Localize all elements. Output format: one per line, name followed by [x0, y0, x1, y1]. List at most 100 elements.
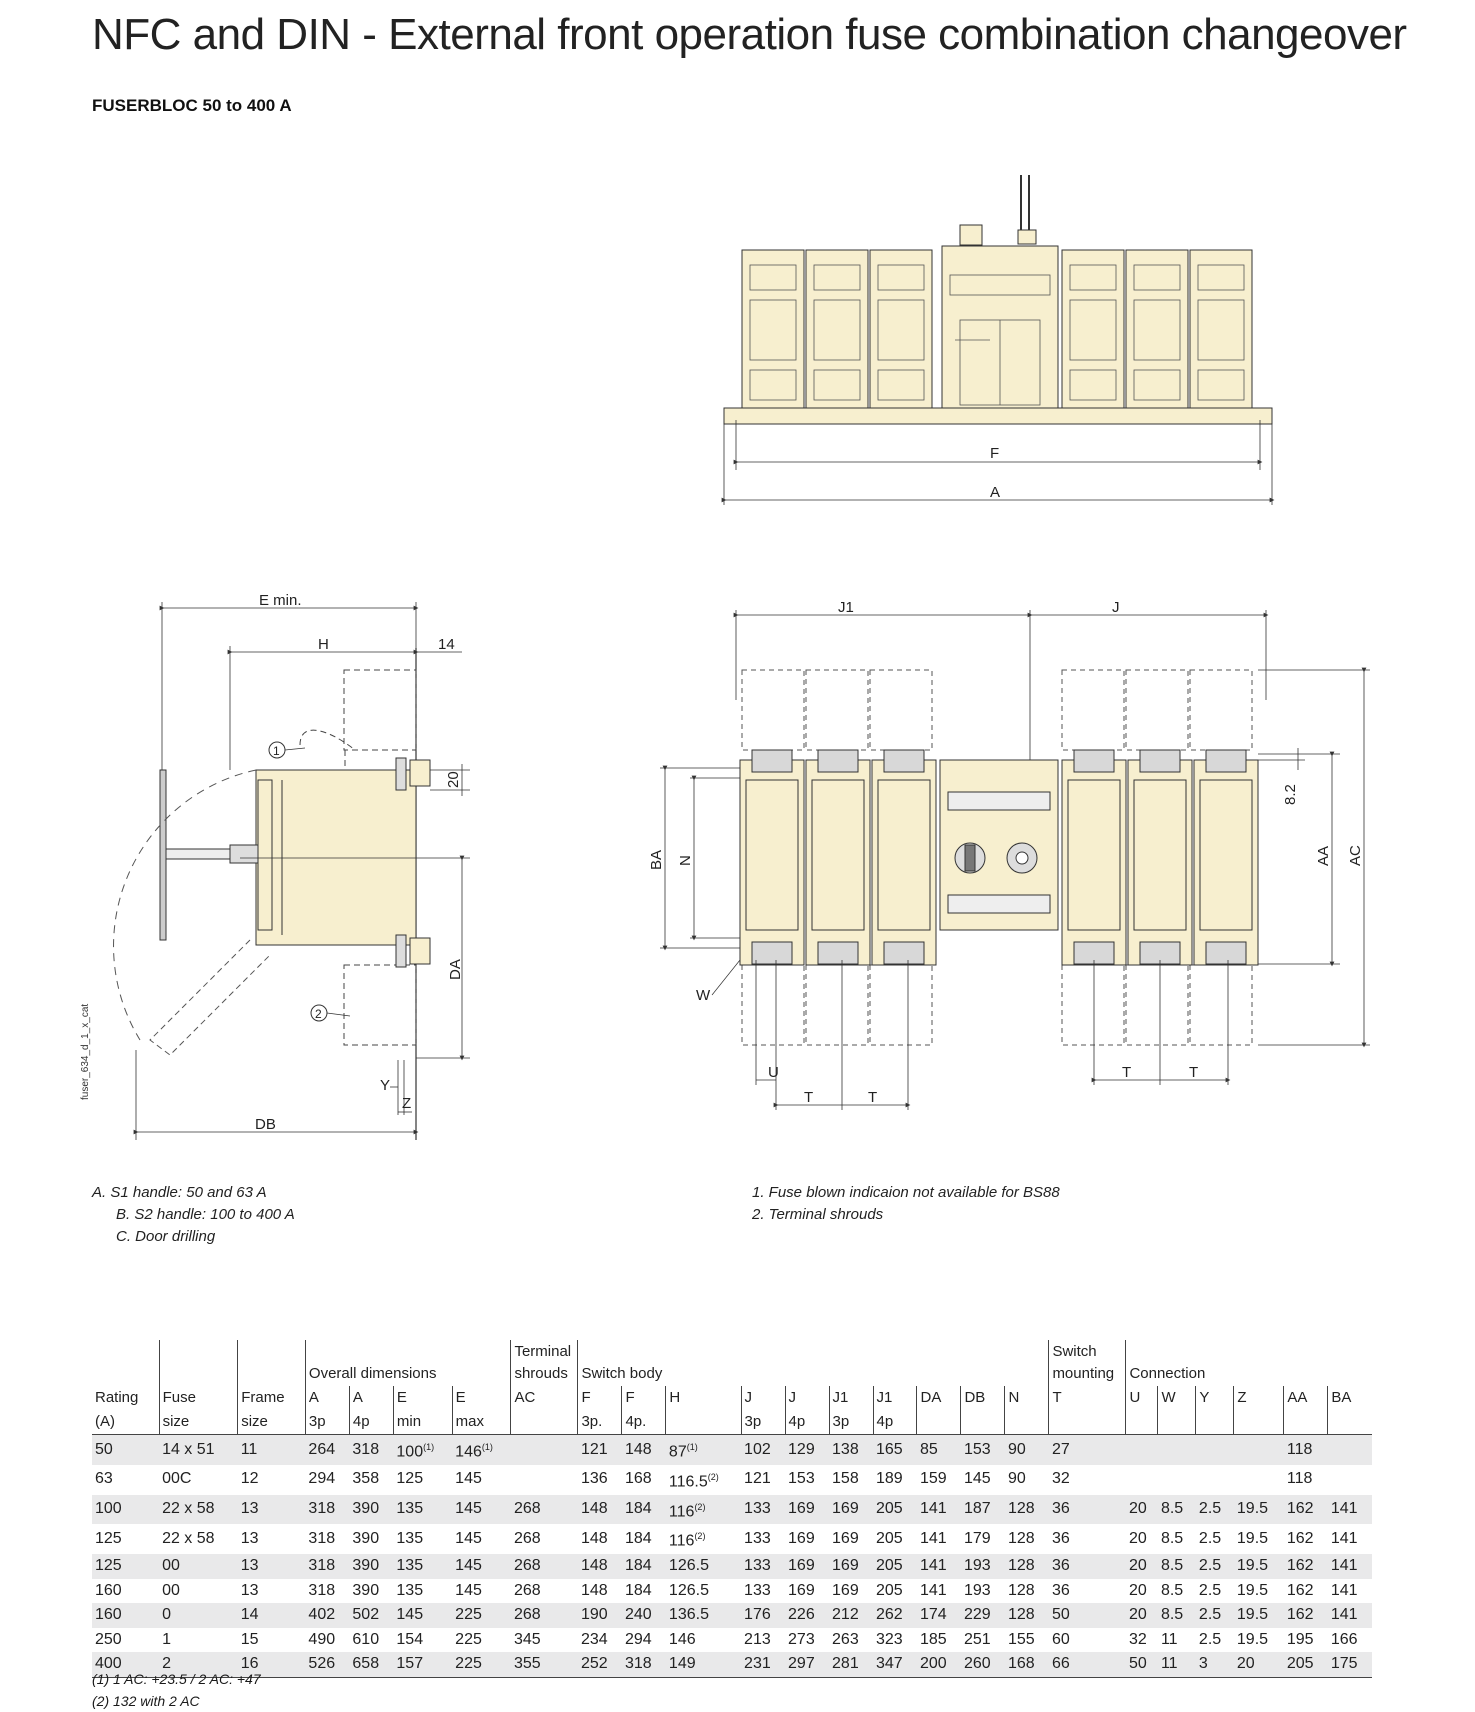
table-cell: 268 [510, 1603, 578, 1628]
table-cell: 19.5 [1236, 1530, 1269, 1548]
table-cell: 294 [308, 1470, 336, 1488]
table-cell: 145 [963, 1470, 991, 1488]
table-cell: 169 [829, 1554, 873, 1579]
column-subheader: 3p [304, 1410, 350, 1435]
table-cell: 251 [963, 1630, 991, 1648]
table-cell: 85 [916, 1434, 961, 1465]
column-subheader: size [158, 1410, 238, 1435]
dim-label-u: U [768, 1064, 779, 1081]
table-cell: 66 [1048, 1652, 1126, 1678]
table-cell: 184 [621, 1494, 666, 1525]
dim-label-da: DA [447, 959, 464, 980]
table-cell: 11 [237, 1434, 306, 1465]
table-cell: 225 [452, 1652, 511, 1678]
table-cell: 60 [1051, 1630, 1070, 1648]
table-cell: 50 [1048, 1603, 1126, 1628]
table-cell: 149 [665, 1652, 742, 1678]
table-cell: 116.5(2) [668, 1471, 719, 1491]
note-c: C. Door drilling [116, 1228, 216, 1245]
dim-label-t-right-1: T [1122, 1064, 1131, 1081]
table-cell: 268 [513, 1530, 541, 1548]
table-cell: 22 x 58 [159, 1494, 238, 1525]
column-header: Frame [237, 1386, 306, 1410]
table-cell: 318 [308, 1530, 336, 1548]
table-cell: 145 [452, 1554, 511, 1579]
table-cell: 169 [785, 1554, 830, 1579]
column-header: A [304, 1386, 350, 1410]
table-cell: 00 [159, 1554, 238, 1579]
column-header: AC [510, 1386, 578, 1410]
table-cell: 162 [1283, 1603, 1328, 1628]
table-cell: 263 [832, 1630, 859, 1648]
table-cell: 63 [95, 1470, 113, 1488]
table-cell: 118 [1286, 1470, 1313, 1488]
table-cell: 345 [513, 1630, 541, 1648]
column-subheader [916, 1410, 961, 1435]
table-cell: 13 [240, 1530, 259, 1548]
table-cell: 212 [829, 1603, 873, 1628]
table-cell: 162 [1283, 1554, 1328, 1579]
table-cell: 36 [1048, 1494, 1126, 1525]
column-header: W [1157, 1386, 1196, 1410]
table-cell: 136.5 [665, 1603, 742, 1628]
table-cell: 146 [668, 1630, 696, 1648]
table-cell: 0 [159, 1603, 238, 1628]
column-header: N [1004, 1386, 1049, 1410]
table-cell: 157 [393, 1652, 453, 1678]
table-cell: 160 [95, 1581, 122, 1599]
footnote-2: (2) 132 with 2 AC [92, 1693, 200, 1709]
dim-label-z: Z [402, 1095, 411, 1112]
table-cell: 526 [305, 1652, 350, 1678]
table-cell: 318 [305, 1554, 350, 1579]
table-cell: 8.5 [1157, 1603, 1196, 1628]
column-subheader [665, 1410, 742, 1435]
footnote-1: (1) 1 AC: +23.5 / 2 AC: +47 [92, 1671, 261, 1687]
dim-label-14: 14 [438, 636, 455, 653]
table-cell: 19.5 [1233, 1603, 1284, 1628]
table-cell: 158 [832, 1470, 859, 1488]
column-header: J1 [828, 1386, 873, 1410]
table-cell: 205 [876, 1581, 903, 1599]
table-cell: 20 [1128, 1581, 1147, 1599]
table-cell: 20 [1233, 1652, 1284, 1678]
dim-label-ac: AC [1347, 845, 1364, 866]
table-cell: 102 [741, 1434, 786, 1465]
column-subheader: size [237, 1410, 306, 1435]
table-cell: 148 [580, 1530, 608, 1548]
table-cell [1233, 1434, 1284, 1465]
table-cell [1157, 1434, 1196, 1465]
table-cell: 141 [1327, 1494, 1372, 1525]
table-cell: 273 [788, 1630, 815, 1648]
table-cell: 323 [876, 1630, 903, 1648]
table-cell: 200 [916, 1652, 961, 1678]
table-cell: 145 [393, 1603, 453, 1628]
table-cell: 22 x 58 [162, 1530, 215, 1548]
table-cell [1327, 1434, 1372, 1465]
table-cell: 141 [919, 1581, 947, 1599]
table-cell: 213 [744, 1630, 771, 1648]
table-cell: 141 [916, 1554, 961, 1579]
table-cell: 32 [1051, 1470, 1070, 1488]
table-cell: 234 [580, 1630, 608, 1648]
column-header: U [1125, 1386, 1158, 1410]
table-cell: 11 [1157, 1652, 1196, 1678]
table-cell: 121 [744, 1470, 771, 1488]
table-cell: 19.5 [1233, 1554, 1284, 1579]
table-cell: 133 [744, 1581, 771, 1599]
table-cell: 155 [1007, 1630, 1035, 1648]
table-cell: 16 [237, 1652, 306, 1678]
table-cell: 175 [1327, 1652, 1372, 1678]
table-cell: 502 [349, 1603, 394, 1628]
table-cell: 184 [624, 1581, 652, 1599]
table-cell: 12 [240, 1470, 259, 1488]
table-cell: 169 [788, 1581, 815, 1599]
column-header: Rating [95, 1389, 139, 1406]
table-cell [510, 1434, 578, 1465]
table-cell: 136 [580, 1470, 608, 1488]
table-cell: 36 [1048, 1554, 1126, 1579]
table-cell: 2 [159, 1652, 238, 1678]
